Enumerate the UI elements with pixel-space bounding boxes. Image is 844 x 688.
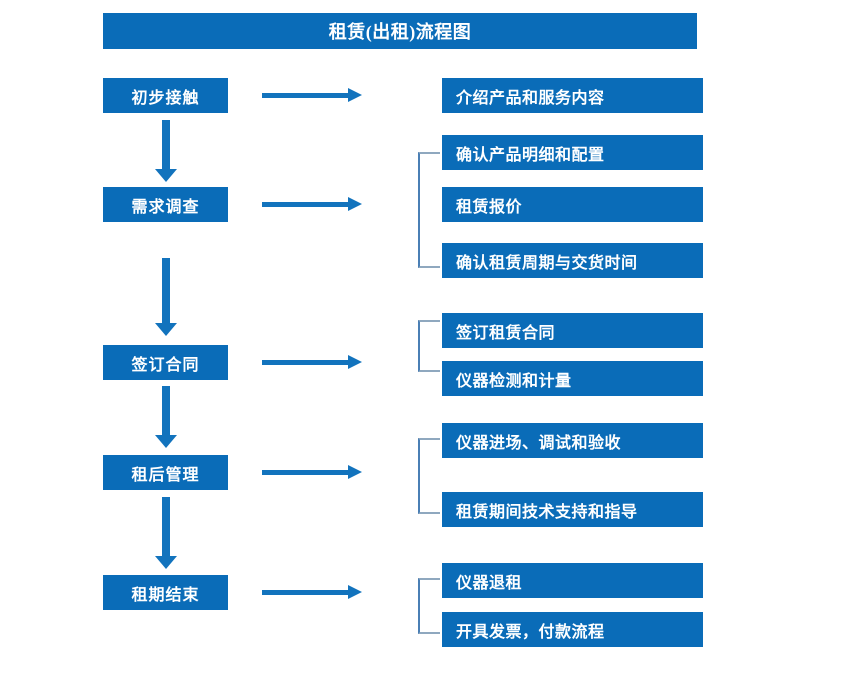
detail-label: 签订租赁合同 xyxy=(456,324,556,342)
stage-box-initial-contact[interactable]: 初步接触 xyxy=(103,78,228,113)
group-bracket-sign-contract xyxy=(418,320,440,372)
detail-label: 租赁报价 xyxy=(456,198,523,216)
detail-box-technical-support[interactable]: 租赁期间技术支持和指导 xyxy=(442,492,703,527)
detail-label: 仪器进场、调试和验收 xyxy=(456,434,622,452)
stage-box-sign-contract[interactable]: 签订合同 xyxy=(103,345,228,380)
stage-label: 租期结束 xyxy=(131,586,200,604)
stage-box-post-rental-management[interactable]: 租后管理 xyxy=(103,455,228,490)
stage-box-needs-survey[interactable]: 需求调查 xyxy=(103,187,228,222)
right-arrow-icon-2 xyxy=(262,196,364,212)
stage-box-rental-end[interactable]: 租期结束 xyxy=(103,575,228,610)
detail-label: 开具发票，付款流程 xyxy=(456,623,605,641)
right-arrow-icon-1 xyxy=(262,87,364,103)
detail-label: 介绍产品和服务内容 xyxy=(456,89,605,107)
detail-box-intro-products[interactable]: 介绍产品和服务内容 xyxy=(442,78,703,113)
stage-label: 租后管理 xyxy=(131,466,200,484)
flowchart-title-bar: 租赁(出租)流程图 xyxy=(103,13,697,49)
right-arrow-icon-3 xyxy=(262,354,364,370)
group-bracket-post-rental xyxy=(418,438,440,514)
detail-label: 租赁期间技术支持和指导 xyxy=(456,503,638,521)
down-arrow-icon-4 xyxy=(155,497,177,569)
right-arrow-icon-5 xyxy=(262,584,364,600)
detail-label: 确认租赁周期与交货时间 xyxy=(456,254,638,272)
detail-label: 仪器检测和计量 xyxy=(456,372,572,390)
detail-box-confirm-product-spec[interactable]: 确认产品明细和配置 xyxy=(442,135,703,170)
down-arrow-icon-1 xyxy=(155,120,177,182)
page-title: 租赁(出租)流程图 xyxy=(328,22,472,42)
down-arrow-icon-2 xyxy=(155,258,177,336)
stage-label: 签订合同 xyxy=(131,356,200,374)
detail-label: 仪器退租 xyxy=(456,574,523,592)
group-bracket-needs-survey xyxy=(418,152,440,268)
detail-box-instrument-return[interactable]: 仪器退租 xyxy=(442,563,703,598)
detail-label: 确认产品明细和配置 xyxy=(456,146,605,164)
stage-label: 需求调查 xyxy=(131,198,200,216)
right-arrow-icon-4 xyxy=(262,464,364,480)
detail-box-instrument-inspection[interactable]: 仪器检测和计量 xyxy=(442,361,703,396)
down-arrow-icon-3 xyxy=(155,386,177,448)
group-bracket-rental-end xyxy=(418,578,440,634)
detail-box-rental-quote[interactable]: 租赁报价 xyxy=(442,187,703,222)
detail-box-instrument-entry-commission[interactable]: 仪器进场、调试和验收 xyxy=(442,423,703,458)
stage-label: 初步接触 xyxy=(131,89,200,107)
detail-box-sign-rental-contract[interactable]: 签订租赁合同 xyxy=(442,313,703,348)
detail-box-confirm-period-delivery[interactable]: 确认租赁周期与交货时间 xyxy=(442,243,703,278)
detail-box-invoice-payment[interactable]: 开具发票，付款流程 xyxy=(442,612,703,647)
